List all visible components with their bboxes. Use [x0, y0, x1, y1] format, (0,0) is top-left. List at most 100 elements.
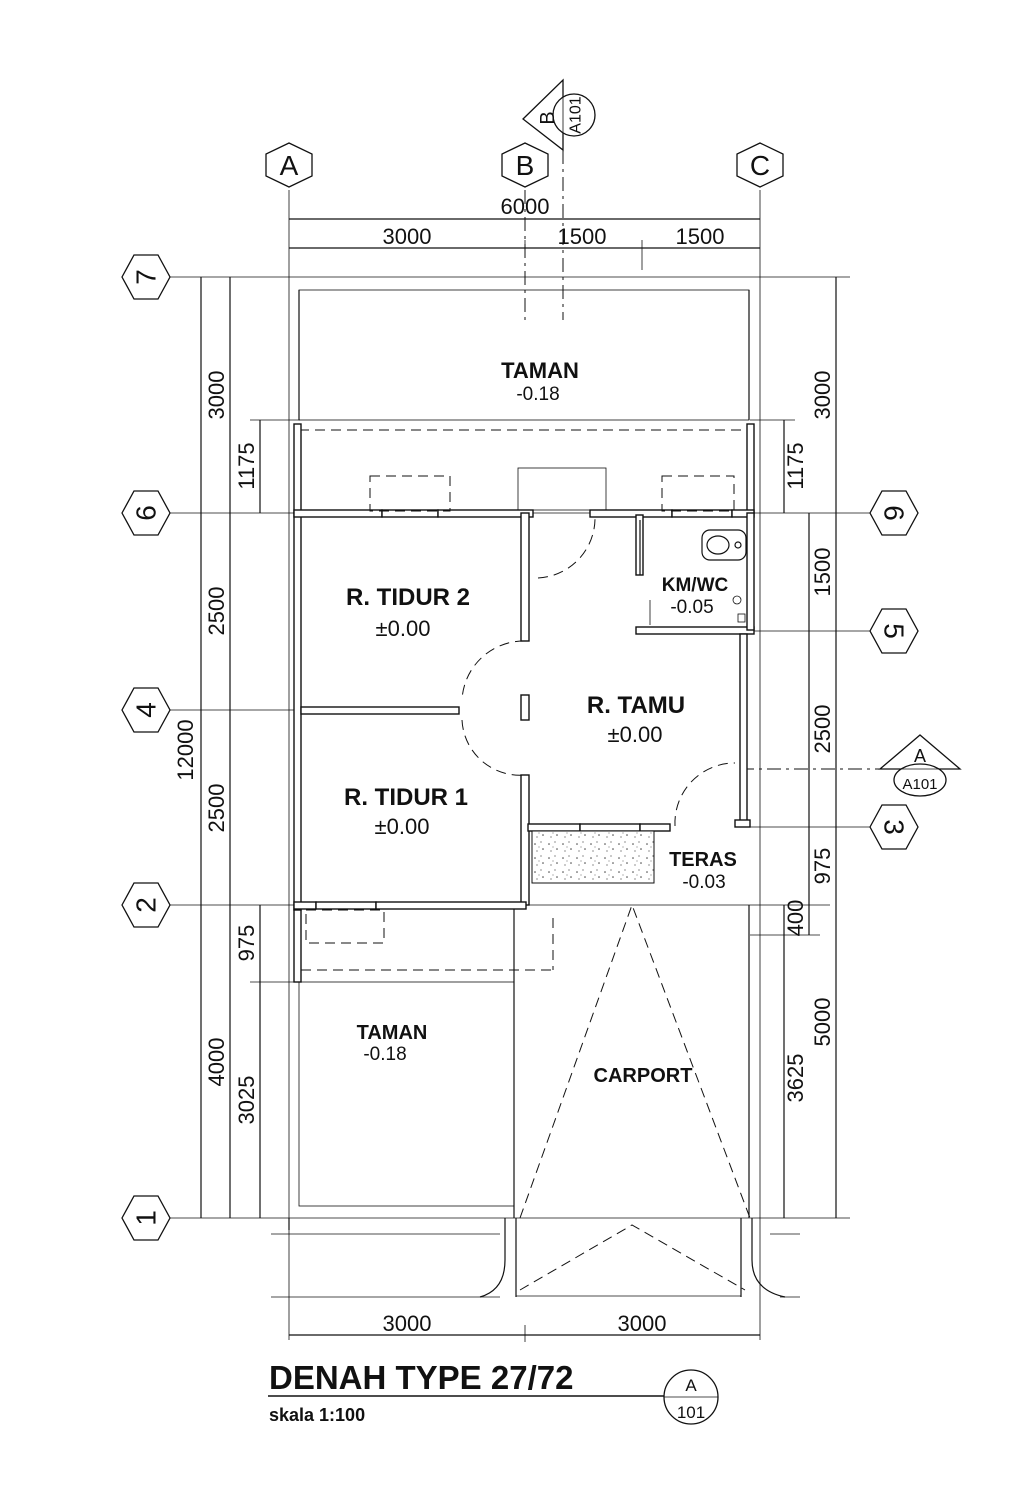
window-sill — [661, 475, 735, 512]
wall — [746, 512, 755, 631]
wall — [375, 901, 527, 910]
wall — [300, 706, 460, 715]
section-sheet: A101 — [902, 776, 937, 793]
grid-marker-5: 5 — [869, 608, 919, 654]
dimension-label: 3000 — [383, 224, 432, 249]
doors — [461, 516, 736, 827]
grid-label: C — [750, 150, 770, 181]
room-name: R. TIDUR 1 — [344, 784, 468, 811]
dimension-label: 3000 — [204, 371, 229, 420]
dimension-label: 1175 — [783, 442, 808, 489]
wall — [639, 823, 671, 832]
dimension-label: 1500 — [810, 548, 835, 597]
room-name: CARPORT — [594, 1065, 693, 1087]
dimension-label: 2500 — [204, 784, 229, 833]
window — [579, 823, 641, 832]
title-ref-sheet: 101 — [677, 1403, 705, 1422]
drawing-scale: skala 1:100 — [269, 1405, 365, 1425]
room-name: TAMAN — [501, 358, 579, 383]
carport-outline — [519, 1224, 746, 1291]
wall — [293, 512, 302, 911]
door-swing — [461, 719, 526, 776]
dimension-label: 2500 — [810, 705, 835, 754]
grid-label: 4 — [131, 702, 162, 718]
room-level: ±0.00 — [376, 616, 431, 641]
room-labels: TAMAN -0.18 R. TIDUR 2 ±0.00 KM/WC -0.05… — [344, 358, 737, 1087]
dimension-label: 4000 — [204, 1038, 229, 1087]
dimension-label: 3025 — [234, 1076, 259, 1125]
entry-step — [517, 467, 607, 511]
wall — [437, 509, 534, 518]
door-swing — [674, 762, 736, 827]
site-boundary — [271, 289, 800, 1298]
wall — [589, 509, 673, 518]
grid-marker-6-left: 6 — [121, 490, 171, 536]
grid-label: 2 — [131, 897, 162, 913]
wall — [293, 423, 302, 514]
grid-marker-3: 3 — [869, 804, 919, 850]
grid-label: 1 — [131, 1210, 162, 1226]
dimension-label: 6000 — [501, 194, 550, 219]
grid-marker-c: C — [736, 142, 784, 188]
wall — [520, 774, 530, 906]
grid-marker-6-right: 6 — [869, 490, 919, 536]
wall — [520, 512, 530, 642]
grid-label: 7 — [131, 269, 162, 285]
dimension-label: 3625 — [783, 1054, 808, 1103]
room-level: -0.05 — [670, 597, 713, 618]
dimension-label: 400 — [783, 900, 808, 937]
section-letter: B — [537, 111, 559, 124]
wall — [527, 823, 581, 832]
carport-outline — [519, 903, 751, 1219]
grid-marker-1: 1 — [121, 1195, 171, 1241]
window-sill — [369, 475, 451, 512]
drawing-title: DENAH TYPE 27/72 — [269, 1359, 573, 1396]
grid-label: 6 — [131, 505, 162, 521]
door-swing — [461, 640, 526, 701]
room-name: TERAS — [669, 849, 737, 871]
door-swing — [537, 516, 596, 579]
dimension-label: 12000 — [173, 719, 198, 780]
wall — [520, 694, 530, 721]
title-ref-letter: A — [685, 1376, 697, 1395]
room-name: TAMAN — [357, 1022, 428, 1044]
fixtures — [301, 467, 751, 1291]
section-marker-b: B A101 — [522, 78, 596, 152]
grid-marker-b: B — [501, 142, 549, 188]
grid-label: 6 — [879, 505, 910, 521]
dimension-label: 5000 — [810, 998, 835, 1047]
dimension-label: 1175 — [234, 442, 259, 489]
faucet-icon — [737, 613, 746, 623]
section-sheet: A101 — [568, 96, 585, 133]
room-name: R. TIDUR 2 — [346, 584, 470, 611]
section-letter: A — [914, 746, 926, 766]
dimension-label: 975 — [234, 925, 259, 962]
room-level: ±0.00 — [375, 814, 430, 839]
grid-marker-2: 2 — [121, 882, 171, 928]
wall — [739, 633, 748, 825]
room-level: ±0.00 — [608, 722, 663, 747]
wall — [293, 909, 302, 983]
dimension-labels: 6000 3000 1500 1500 3000 3000 12000 3000… — [173, 194, 835, 1336]
building-walls — [293, 423, 755, 983]
wall — [734, 819, 751, 828]
teras-paving — [531, 830, 655, 884]
grid-label: A — [280, 150, 299, 181]
grid-marker-7: 7 — [121, 254, 171, 300]
dimension-label: 975 — [810, 848, 835, 885]
window-sill — [305, 909, 385, 944]
room-level: -0.18 — [516, 384, 559, 405]
room-name: KM/WC — [662, 575, 729, 596]
wall — [293, 901, 317, 910]
room-level: -0.03 — [682, 872, 725, 893]
grid-markers: A B C 7 6 4 2 1 — [121, 142, 919, 1241]
title-block: DENAH TYPE 27/72 skala 1:100 A 101 — [268, 1359, 719, 1425]
dimension-label: 2500 — [204, 587, 229, 636]
dimension-label: 3000 — [383, 1311, 432, 1336]
window — [315, 901, 377, 910]
grid-lines — [170, 150, 880, 1340]
dimension-label: 3000 — [810, 371, 835, 420]
grid-label: 3 — [879, 819, 910, 835]
grid-label: 5 — [879, 623, 910, 639]
floor-drain-icon — [732, 595, 742, 605]
